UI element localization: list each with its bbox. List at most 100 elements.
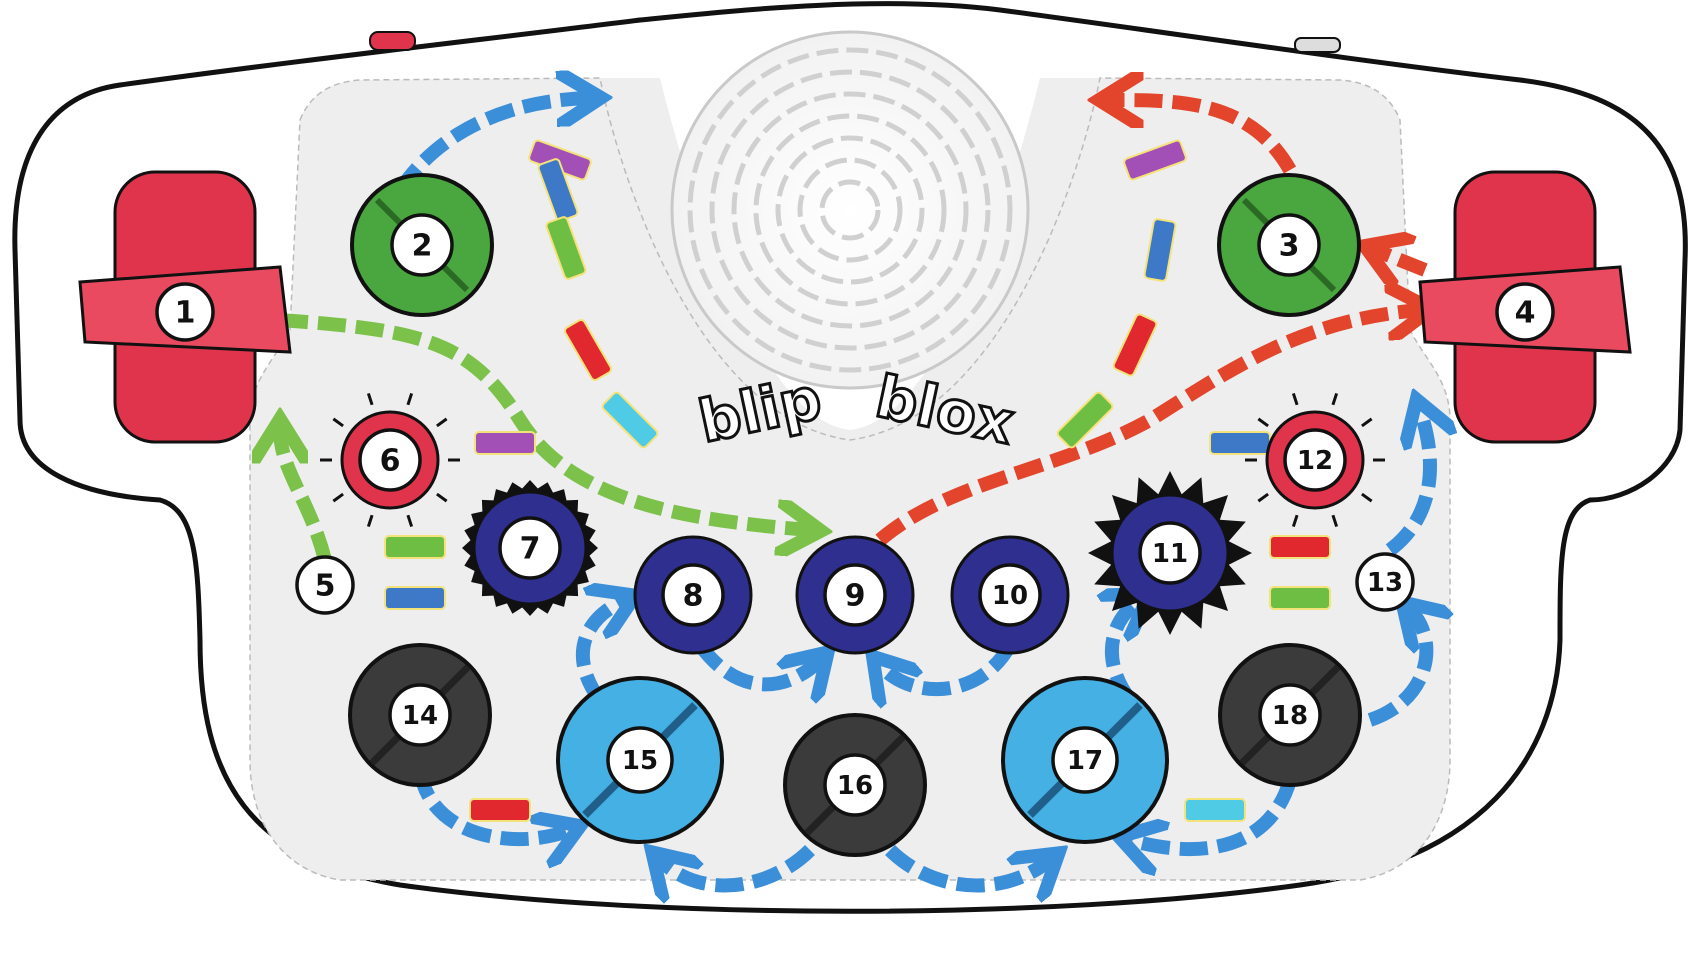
control-number: 7 [520,532,541,567]
control-15-cyan-pad[interactable]: 15 [556,676,724,844]
top-jack [1294,37,1341,53]
arrow-red-9-4 [875,310,1420,546]
glow-ray [1361,417,1373,428]
control-3-green-knob[interactable]: 3 [1217,173,1361,317]
control-18-dark-pad[interactable]: 18 [1218,643,1362,787]
number-badge [388,683,452,747]
led-red-8 [1112,313,1158,377]
number-badge [661,563,725,627]
arrow-blue-16-17 [885,844,1050,885]
number-badge [1283,428,1347,492]
number-badge [155,282,215,342]
control-2-green-knob[interactable]: 2 [350,173,494,317]
led-green-11 [384,535,446,559]
number-badge [823,563,887,627]
control-5-label-only[interactable]: 5 [295,555,355,615]
arrow-blue-10-9 [880,641,1017,689]
control-number: 13 [1367,568,1403,598]
control-number: 5 [315,569,336,604]
led-purple-6 [1123,139,1187,181]
control-number: 11 [1152,539,1188,569]
glow-ray [1257,417,1269,428]
control-number: 18 [1272,701,1308,731]
glow-ray [1257,492,1269,503]
led-blue-13 [1209,431,1271,455]
control-4-right-red-lever[interactable]: 4 [1418,170,1632,444]
led-cyan-17 [1184,798,1246,822]
arrow-blue-18-13 [1367,610,1426,727]
control-16-dark-pad[interactable]: 16 [783,713,927,857]
number-badge [606,726,674,794]
number-badge [823,753,887,817]
glow-ray [1361,492,1373,503]
arrow-blue-2-top [394,98,590,194]
number-badge [1495,282,1555,342]
control-number: 8 [683,579,704,614]
led-red-16 [469,798,531,822]
glow-ray [1291,392,1299,406]
control-9-navy-button[interactable]: 9 [795,535,915,655]
led-blue-12 [384,586,446,610]
glow-ray [1331,392,1339,406]
led-green-9 [1056,391,1114,449]
arrow-blue-8-9 [694,640,820,684]
arrow-red-4-3 [1375,250,1428,270]
arrow-blue-18-17 [1130,777,1297,849]
number-badge [390,213,454,277]
control-number: 14 [402,701,438,731]
control-10-navy-button[interactable]: 10 [950,535,1070,655]
control-17-cyan-pad[interactable]: 17 [1001,676,1169,844]
control-number: 3 [1279,229,1300,264]
led-cyan-5 [601,391,659,449]
control-number: 17 [1067,746,1103,776]
led-purple-10 [474,431,536,455]
signal-arrows [280,98,1430,885]
arrow-blue-14-15 [413,768,570,839]
arrow-blue-15-8 [575,600,625,705]
control-14-dark-pad[interactable]: 14 [348,643,492,787]
control-number: 2 [412,229,433,264]
number-badge [1258,683,1322,747]
control-7-navy-encoder[interactable]: 7 [462,480,598,616]
led-green-15 [1269,586,1331,610]
control-number: 16 [837,771,873,801]
control-number: 6 [380,444,401,479]
glow-ray [1291,514,1299,528]
control-8-navy-button[interactable]: 8 [633,535,753,655]
glow-ray [436,492,448,503]
glow-ray [436,417,448,428]
number-badge [498,516,562,580]
panel-outline [249,77,1451,881]
control-13-label-only[interactable]: 13 [1355,552,1415,612]
speaker-grill [670,30,1030,390]
number-badge [1257,213,1321,277]
number-badge [358,428,422,492]
glow-ray [366,514,374,528]
led-red-4 [563,318,613,382]
led-blue-2 [537,158,579,222]
control-number: 12 [1297,446,1333,476]
arrow-green-1-9 [279,313,810,530]
control-11-navy-encoder-spiky[interactable]: 11 [1088,471,1252,635]
control-12-red-led-button[interactable]: 12 [1245,392,1385,528]
led-group [384,139,1331,822]
arrow-green-5-6 [280,430,332,562]
control-number: 9 [845,579,866,614]
number-badge [1138,521,1202,585]
top-red-button [369,31,416,51]
control-6-red-led-button[interactable]: 6 [320,392,460,528]
control-number: 10 [992,581,1028,611]
control-number: 4 [1515,296,1536,331]
glow-ray [1331,514,1339,528]
glow-ray [366,392,374,406]
number-badge [1355,552,1415,612]
arrow-blue-16-15 [660,850,815,885]
number-badge [978,563,1042,627]
arrow-blue-13-12 [1385,410,1430,556]
arrow-red-3-top [1110,100,1297,174]
led-blue-7 [1143,218,1177,282]
control-1-left-red-lever[interactable]: 1 [78,170,292,444]
led-red-14 [1269,535,1331,559]
